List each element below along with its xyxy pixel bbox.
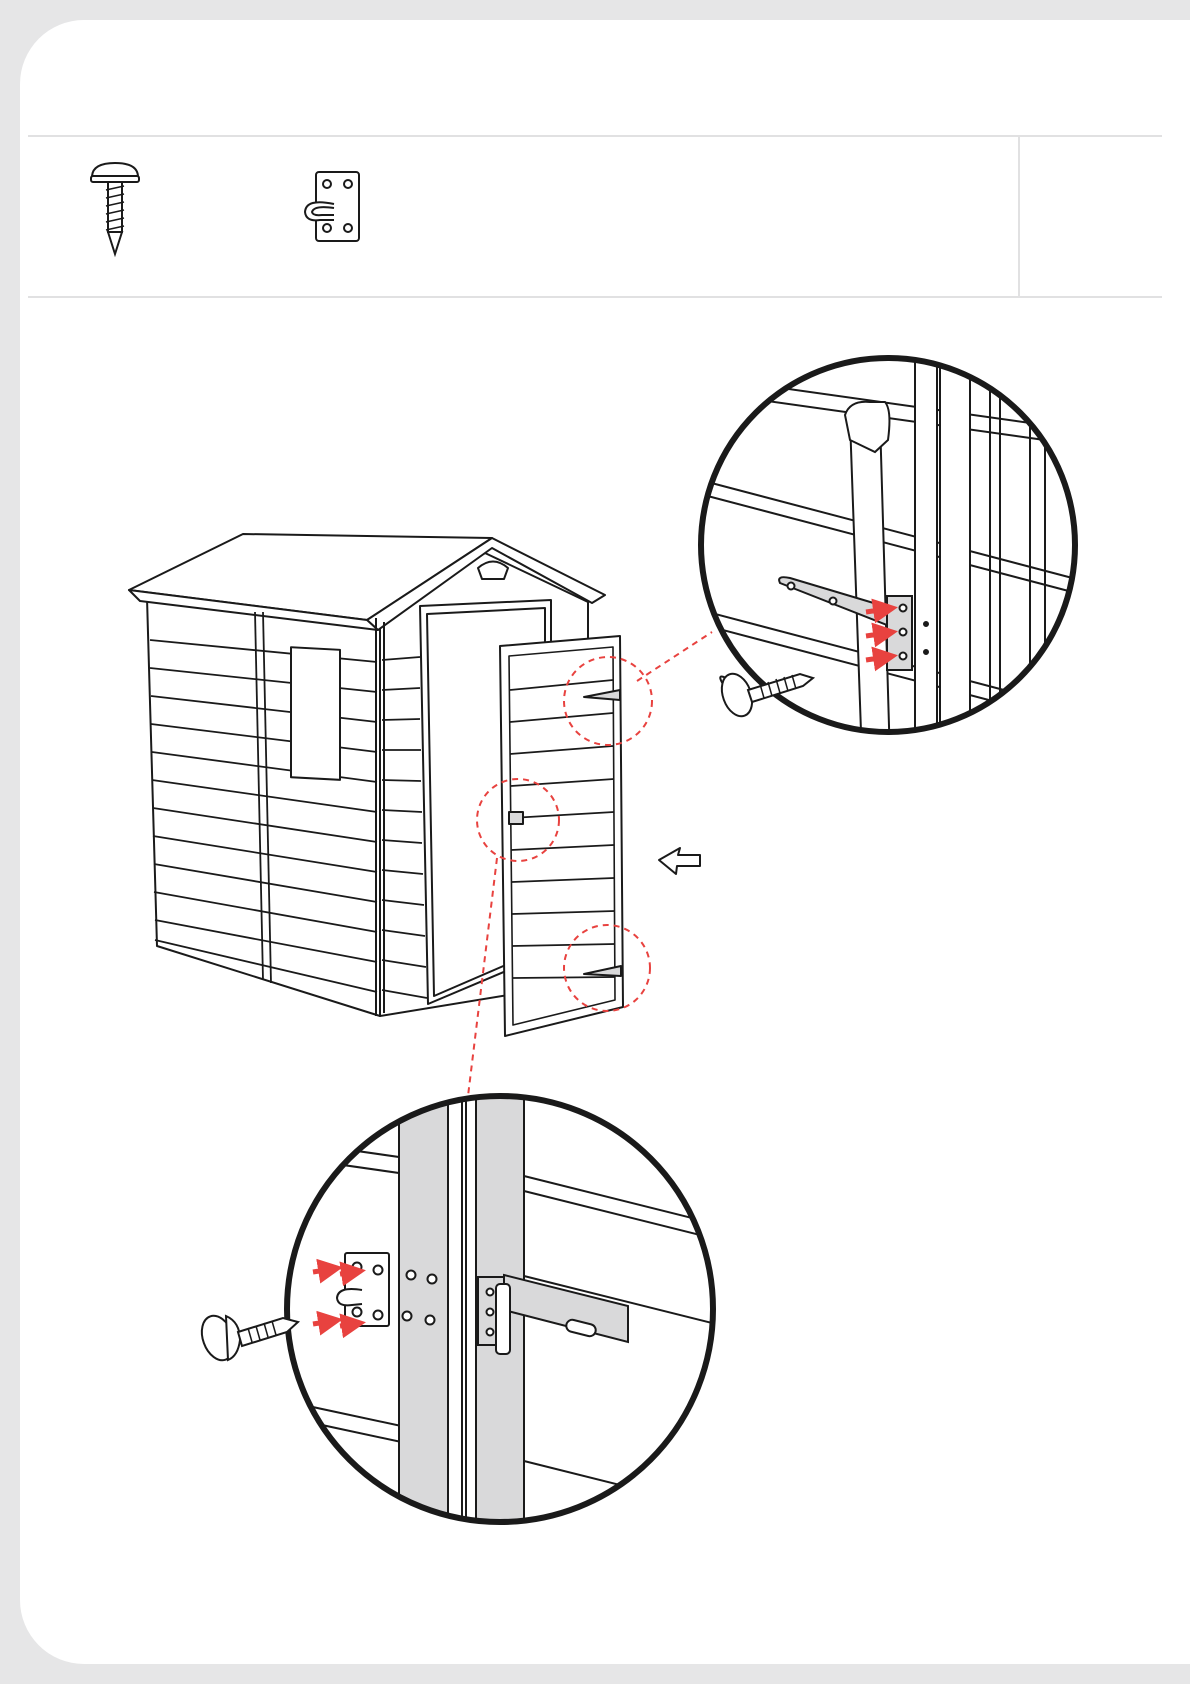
open-door	[500, 636, 623, 1036]
screw-icon	[91, 163, 139, 254]
arrow-left-icon	[659, 848, 700, 874]
leader-line-top	[637, 632, 712, 681]
hinge-detail-circle	[700, 350, 1080, 770]
latch-detail-circle	[196, 1080, 720, 1540]
screw-icon	[196, 1311, 298, 1364]
door-stopper-hook-icon	[305, 172, 359, 241]
